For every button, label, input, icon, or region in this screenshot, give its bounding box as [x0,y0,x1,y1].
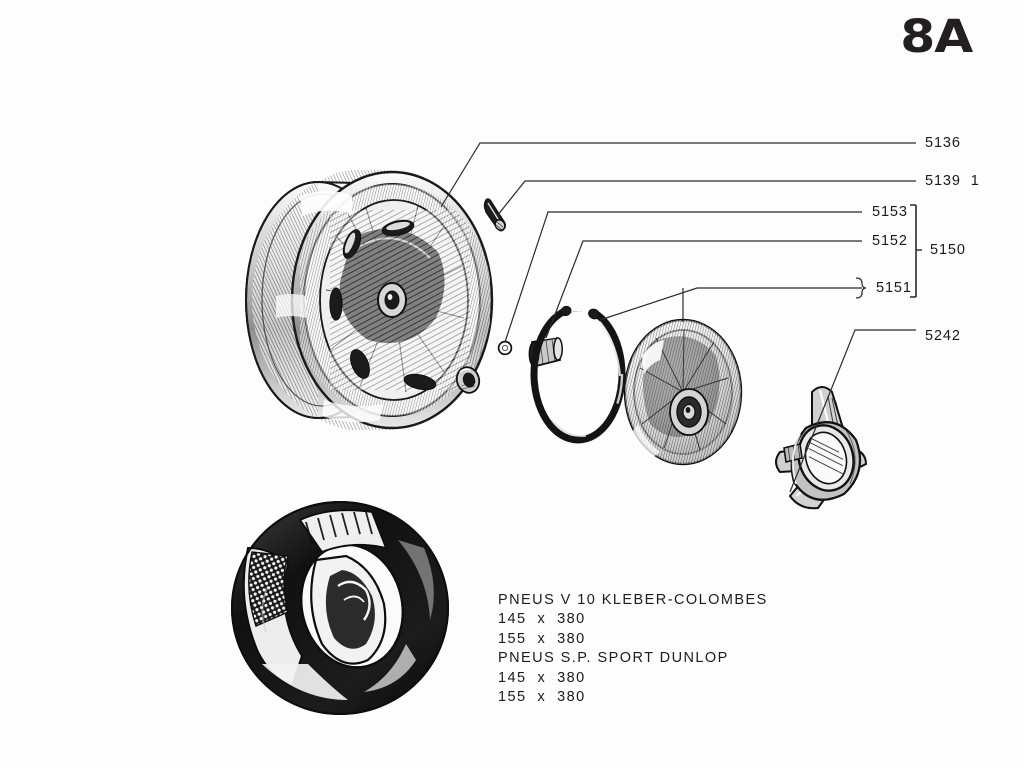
spec-line-size-4: 155 x 380 [498,689,586,706]
illustration-valve-stem [483,198,506,232]
illustration-wheel-rim [245,170,494,430]
illustration-retaining-ring [530,302,626,444]
callout-5242[interactable]: 5242 [925,328,961,344]
illustration-valve-washer [497,340,513,356]
callout-5152[interactable]: 5152 [872,233,908,249]
spec-line-size-1: 145 x 380 [498,611,586,628]
callout-5151[interactable]: 5151 [876,280,912,296]
spec-line-tyre-brand-1: PNEUS V 10 KLEBER-COLOMBES [498,592,768,608]
spec-line-size-2: 155 x 380 [498,630,586,647]
plate-number: 8A [900,10,973,63]
callout-5150[interactable]: 5150 [930,242,966,258]
callout-5139-1[interactable]: 5139 1 [925,173,980,189]
illustration-lug-nut [455,366,481,394]
spec-line-size-3: 145 x 380 [498,669,586,686]
illustration-cut-away-tire [231,501,449,715]
illustration-knock-off-spinner [775,386,868,510]
callout-5136[interactable]: 5136 [925,135,961,151]
callout-5153[interactable]: 5153 [872,204,908,220]
spec-line-tyre-brand-2: PNEUS S.P. SPORT DUNLOP [498,650,729,667]
illustration-hub-cap [623,318,743,466]
tire-specification-block: PNEUS V 10 KLEBER-COLOMBES 145 x 380 155… [498,591,768,707]
